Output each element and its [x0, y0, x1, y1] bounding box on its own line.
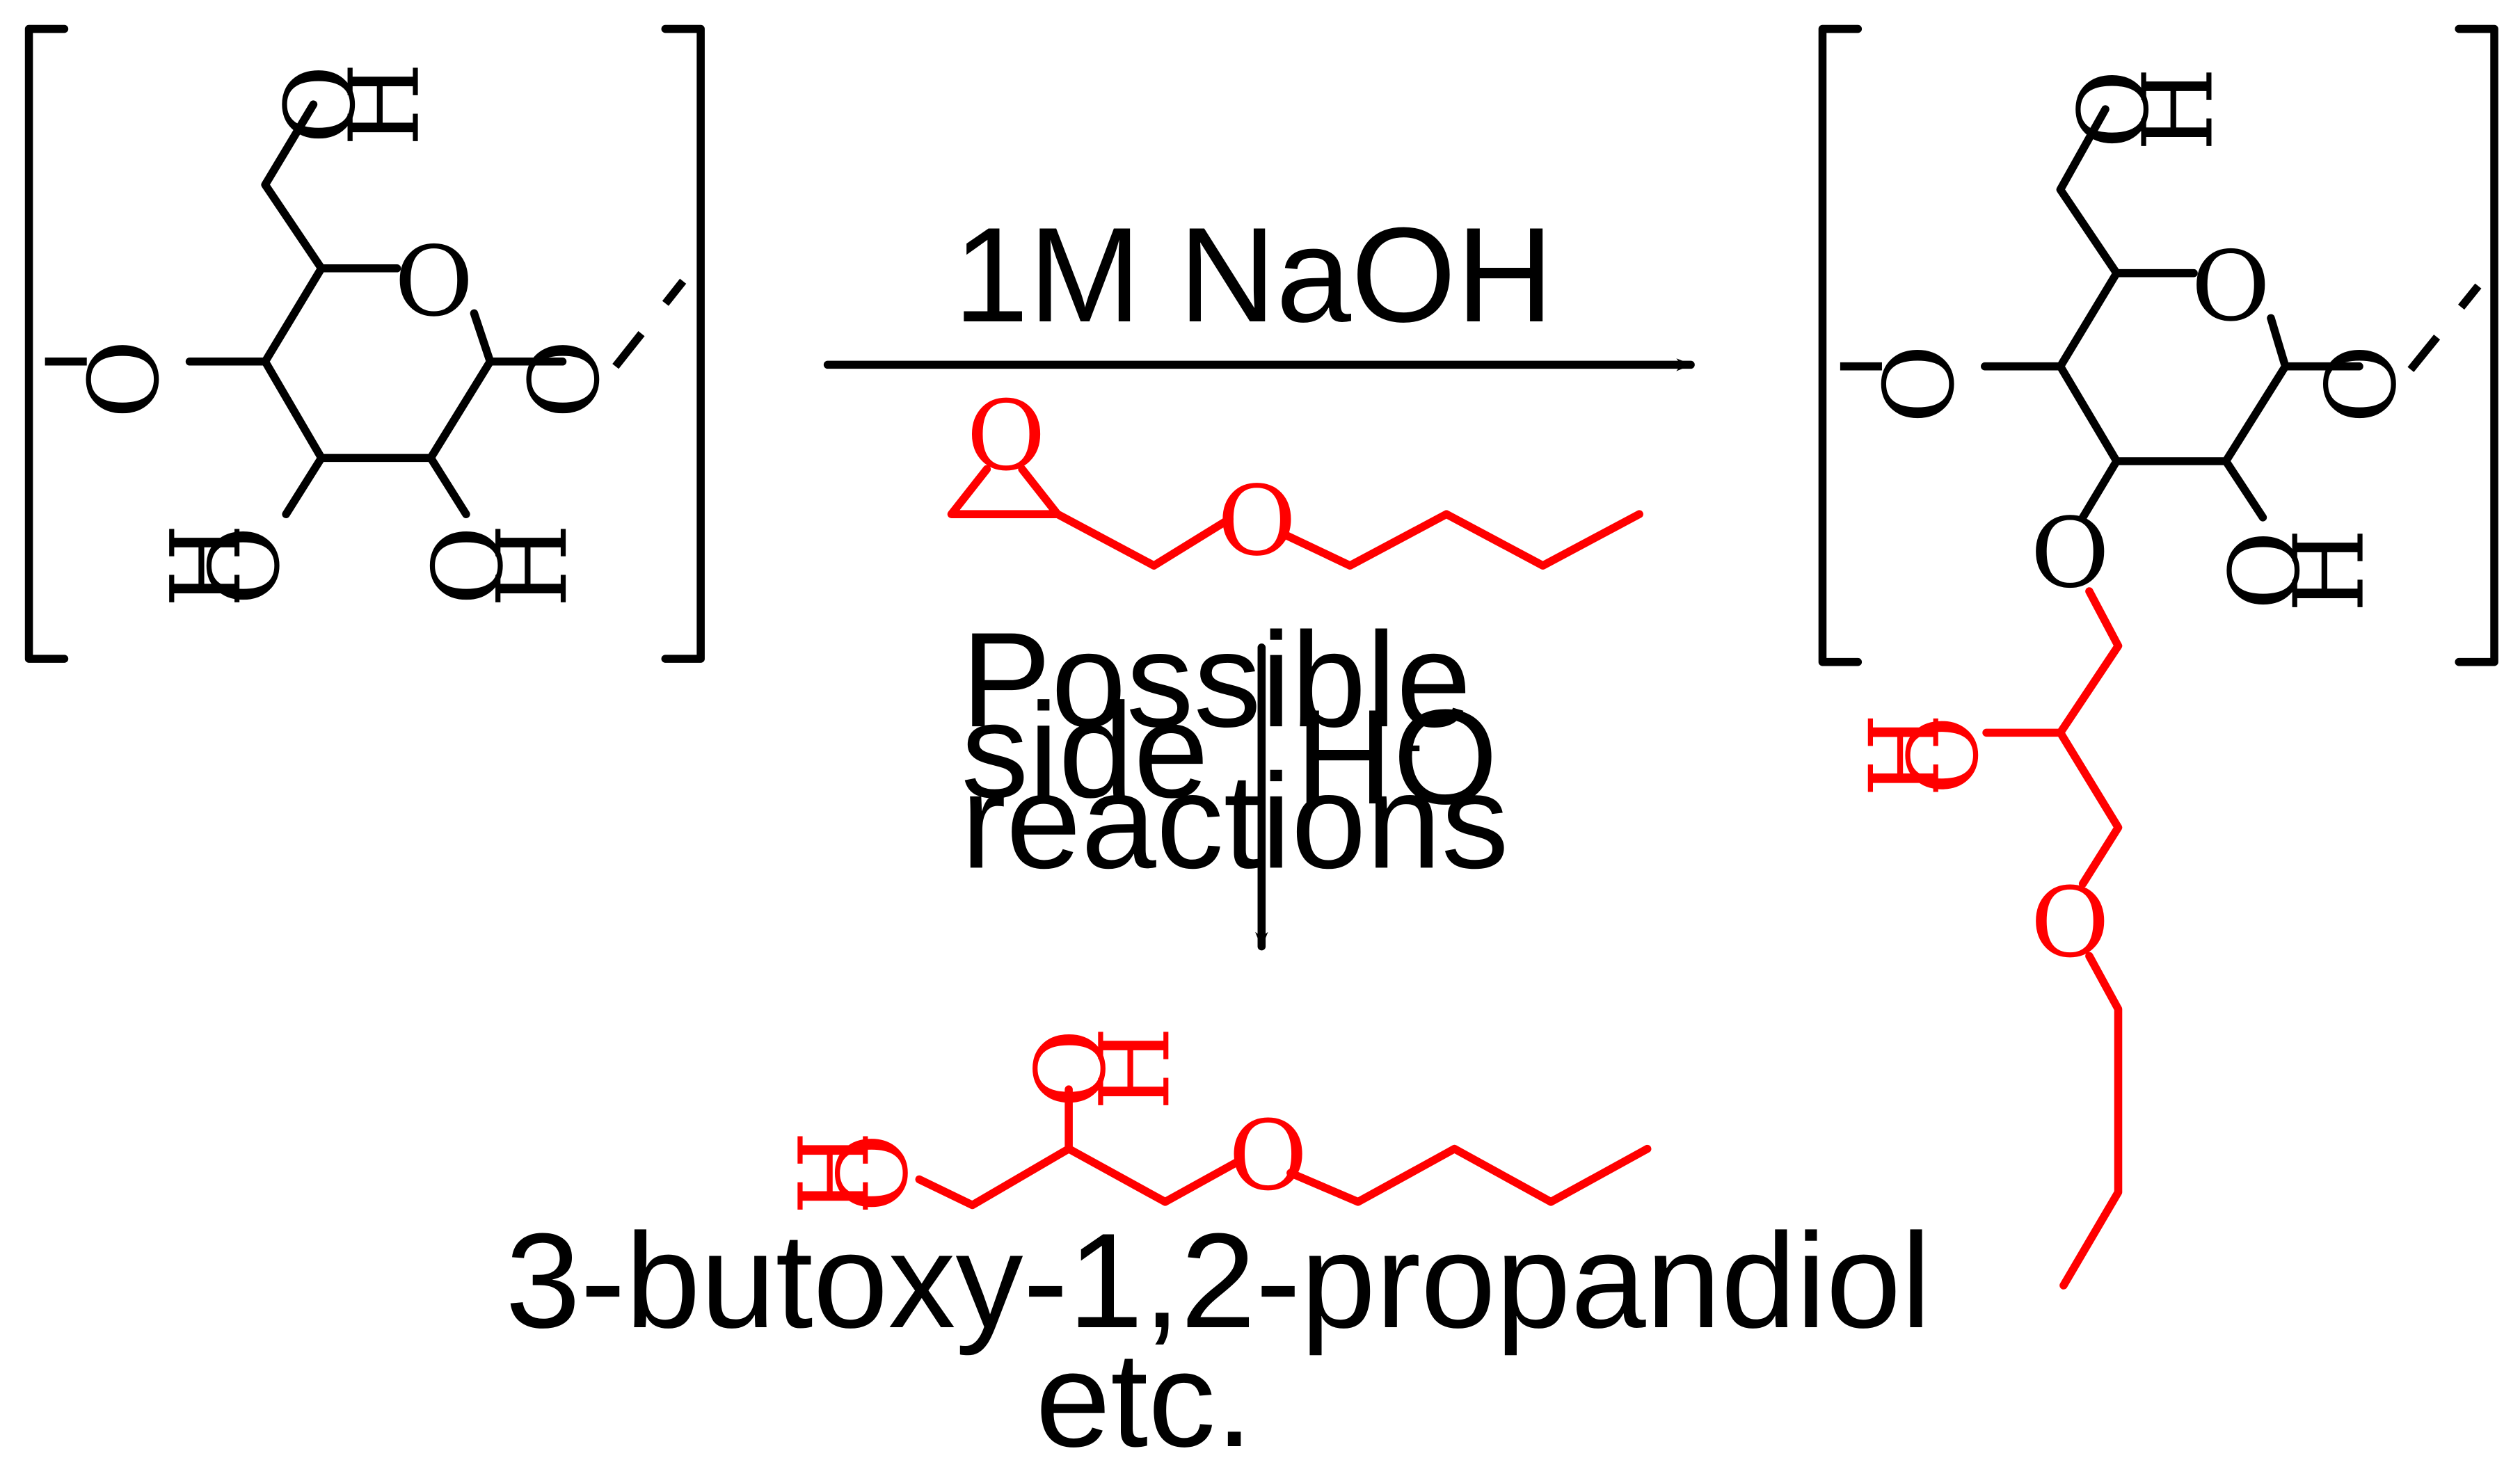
left-ring-bonds — [185, 100, 567, 518]
atom-o-label: O — [1014, 1029, 1127, 1108]
left-hydroxyl-c6: O H — [264, 63, 440, 147]
side-text-line2: side — [961, 675, 1209, 826]
left-bracket-close — [661, 24, 705, 663]
left-ring-oxygen: O — [394, 225, 474, 338]
atom-o-label: O — [412, 526, 525, 605]
left-oxygen-c4: O — [67, 339, 180, 419]
atom-h-label: H — [1078, 1027, 1191, 1111]
atom-h-label: H — [476, 524, 589, 608]
atom-o-label: O — [67, 339, 180, 419]
ether-oxygen: O — [1218, 465, 1297, 577]
left-hydroxyl-c3: O H — [150, 524, 301, 608]
atom-h-label: H — [328, 63, 441, 147]
epoxide-oxygen: O — [966, 380, 1046, 492]
side-reagent-charge: - — [1398, 701, 1423, 784]
atom-h-label: H — [2121, 67, 2234, 152]
diol-hydroxyl-left: O H — [778, 1131, 929, 1215]
atom-o-label: O — [189, 526, 301, 605]
side-product-diol: O H O H O — [778, 1027, 1652, 1215]
right-ether-oxygen-c3: O — [2030, 497, 2110, 609]
atom-o-label: O — [1887, 716, 2000, 795]
side-text-line1: Possible — [961, 604, 1471, 755]
side-reagent: HO — [1295, 682, 1498, 833]
atom-h-label: H — [1849, 713, 1961, 797]
right-hydroxyl-c6: O H — [2057, 67, 2234, 152]
product-cellulose-unit: O O O O H O H O O H O — [1818, 24, 2498, 1290]
grafted-ether-oxygen: O — [2030, 866, 2110, 979]
atom-o-label: O — [2191, 230, 2270, 343]
left-glycosidic-dash-right — [612, 278, 687, 369]
right-ring-bonds — [1981, 105, 2363, 522]
side-product-name: 3-butoxy-1,2-propandiol — [505, 1205, 1931, 1356]
right-bracket-close — [2455, 24, 2498, 666]
grafted-chain-bonds — [1982, 587, 2123, 1290]
etc-label: etc. — [1035, 1324, 1253, 1467]
atom-h-label: H — [778, 1131, 891, 1215]
diol-hydroxyl-top: O H — [1014, 1027, 1191, 1111]
atom-o-label: O — [2057, 70, 2170, 149]
side-text-line3: reactions — [961, 746, 1508, 897]
butyl-glycidyl-ether: O O — [947, 380, 1643, 577]
right-oxygen-c4: O — [1863, 344, 1976, 424]
atom-o-label: O — [394, 225, 474, 338]
reaction-conditions: 1M NaOH — [954, 200, 1554, 351]
atom-o-label: O — [817, 1133, 930, 1212]
atom-o-label: O — [1863, 344, 1976, 424]
right-glycosidic-dash-right — [2407, 283, 2482, 372]
atom-o-label: O — [508, 339, 621, 419]
right-hydroxyl-c2: O H — [2208, 529, 2385, 613]
bge-bonds — [947, 465, 1643, 570]
starting-cellulose-unit: O O O O H O H O H — [24, 24, 705, 663]
atom-h-label: H — [150, 524, 262, 608]
left-hydroxyl-c2: O H — [412, 524, 589, 608]
atom-h-label: H — [2273, 529, 2386, 613]
left-bracket-open — [24, 24, 69, 663]
atom-o-label: O — [264, 65, 376, 144]
right-oxygen-c1: O — [2305, 344, 2418, 424]
diol-bonds — [915, 1085, 1652, 1210]
grafted-hydroxyl: O H — [1849, 713, 2000, 797]
right-bracket-open — [1818, 24, 1863, 666]
atom-o-label: O — [2305, 344, 2418, 424]
left-oxygen-c1: O — [508, 339, 621, 419]
atom-o-label: O — [2208, 531, 2321, 610]
diol-ether-oxygen: O — [1229, 1099, 1308, 1212]
right-ring-oxygen: O — [2191, 230, 2270, 343]
